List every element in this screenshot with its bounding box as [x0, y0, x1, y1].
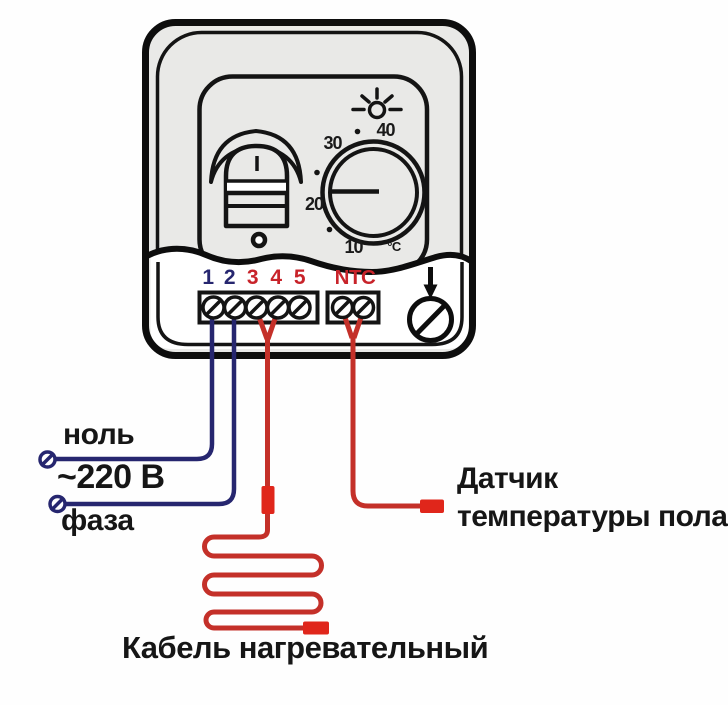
dial-tick-20: 20 — [304, 193, 324, 214]
dial-tick-30: 30 — [323, 133, 342, 153]
terminal-number-2: 2 — [223, 266, 236, 289]
mounting-screw-icon — [407, 296, 454, 343]
terminal-number-1: 1 — [202, 266, 214, 289]
sensor-label-line2: температуры пола — [457, 500, 728, 533]
heating-cable-label: Кабель нагревательный — [122, 630, 489, 665]
switch-indicator-dot — [250, 231, 268, 249]
down-arrow-icon — [423, 267, 438, 299]
heating-cable-end-cap — [303, 621, 329, 635]
terminal-number-3: 3 — [246, 266, 259, 289]
heating-cable-coil — [202, 336, 324, 631]
temperature-dial — [314, 128, 427, 246]
dial-dot-25 — [314, 169, 320, 176]
phase-label: фаза — [61, 504, 134, 537]
dial-tick-10: 10 — [344, 236, 363, 257]
device-outer-border — [142, 19, 476, 359]
sensor-label-line1: Датчик — [457, 462, 558, 495]
dial-unit-celsius: °C — [387, 239, 401, 254]
phase-wire — [65, 308, 237, 507]
cable-joint-sleeve — [261, 486, 275, 514]
dial-dot-35 — [354, 128, 361, 135]
lamp-icon — [351, 87, 403, 120]
cover-break-wave-line — [144, 245, 474, 276]
terminal-number-4: 4 — [270, 266, 282, 289]
sensor-wire — [350, 335, 421, 509]
sensor-end-cap — [420, 499, 444, 513]
lamp-circle — [367, 100, 387, 120]
dial-tick-40: 40 — [376, 120, 395, 140]
power-switch — [209, 129, 303, 249]
neutral-wire — [55, 308, 215, 462]
supply-terminal-phase — [48, 494, 67, 514]
voltage-label: ~220 В — [57, 458, 165, 496]
dial-dot-15 — [326, 226, 333, 233]
switch-slider-band — [227, 182, 286, 192]
supply-terminal-neutral — [38, 450, 57, 469]
ntc-label: NTC — [334, 265, 376, 289]
terminal-screws — [201, 295, 376, 320]
neutral-label: ноль — [63, 418, 135, 451]
terminal-number-5: 5 — [293, 266, 306, 289]
terminal-strip-border — [156, 262, 464, 347]
